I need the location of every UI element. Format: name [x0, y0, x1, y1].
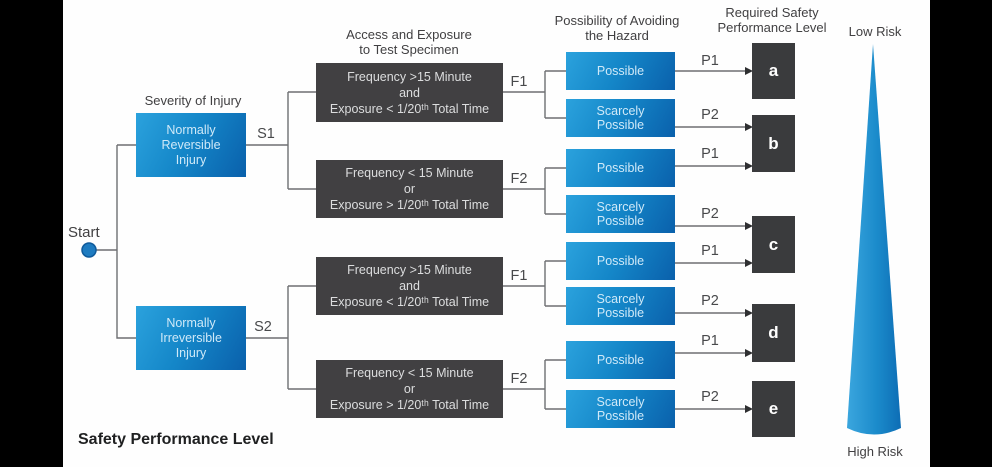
- performance-level-c: c: [752, 216, 795, 273]
- severity-column-header: Severity of Injury: [144, 93, 242, 108]
- branch-tag-p2-row8: P2: [701, 389, 719, 405]
- frequency-box-4: Frequency < 15 Minute or Exposure > 1/20…: [316, 360, 503, 418]
- branch-tag-p1-row7: P1: [701, 333, 719, 349]
- start-dot: [81, 242, 97, 258]
- avoidance-box-6: Scarcely Possible: [566, 287, 675, 325]
- risk-cone: [847, 44, 901, 435]
- branch-tag-p2-row2: P2: [701, 107, 719, 123]
- avoidance-box-1: Possible: [566, 52, 675, 90]
- access-exposure-column-header: Access and Exposure to Test Specimen: [346, 27, 472, 57]
- connector-s2-branch: [246, 285, 316, 390]
- branch-tag-p2-row6: P2: [701, 293, 719, 309]
- connector-s1-branch: [246, 91, 316, 190]
- performance-level-d: d: [752, 304, 795, 362]
- avoidance-box-8: Scarcely Possible: [566, 390, 675, 428]
- connector-f2-top-branch: [503, 167, 566, 215]
- connector-f2-bottom-branch: [503, 359, 566, 410]
- high-risk-label: High Risk: [847, 444, 903, 459]
- branch-tag-p1-row5: P1: [701, 243, 719, 259]
- performance-level-e: e: [752, 381, 795, 437]
- severity-box-reversible: Normally Reversible Injury: [136, 113, 246, 177]
- page-title: Safety Performance Level: [78, 431, 274, 448]
- performance-level-a: a: [752, 43, 795, 99]
- connector-f1-bottom-branch: [503, 260, 566, 307]
- required-level-column-header: Required Safety Performance Level: [717, 5, 827, 35]
- branch-tag-p2-row4: P2: [701, 206, 719, 222]
- low-risk-label: Low Risk: [848, 24, 902, 39]
- branch-tag-s1: S1: [257, 126, 275, 142]
- branch-tag-f2-top: F2: [510, 171, 528, 187]
- avoidance-column-header: Possibility of Avoiding the Hazard: [554, 13, 680, 43]
- avoidance-box-3: Possible: [566, 149, 675, 187]
- letterbox-right: [930, 0, 992, 467]
- performance-level-b: b: [752, 115, 795, 172]
- avoidance-box-5: Possible: [566, 242, 675, 280]
- connector-f1-top-branch: [503, 70, 566, 119]
- branch-tag-p1-row1: P1: [701, 53, 719, 69]
- branch-tag-f1-top: F1: [510, 74, 528, 90]
- branch-tag-f2-bottom: F2: [510, 371, 528, 387]
- letterbox-left: [0, 0, 63, 467]
- frequency-box-1: Frequency >15 Minute and Exposure < 1/20…: [316, 63, 503, 122]
- branch-tag-s2: S2: [254, 319, 272, 335]
- frequency-box-3: Frequency >15 Minute and Exposure < 1/20…: [316, 257, 503, 315]
- frequency-box-2: Frequency < 15 Minute or Exposure > 1/20…: [316, 160, 503, 218]
- branch-tag-p1-row3: P1: [701, 146, 719, 162]
- avoidance-box-4: Scarcely Possible: [566, 195, 675, 233]
- avoidance-box-2: Scarcely Possible: [566, 99, 675, 137]
- connector-start-branch: [95, 144, 136, 339]
- branch-tag-f1-bottom: F1: [510, 268, 528, 284]
- severity-box-irreversible: Normally Irreversible Injury: [136, 306, 246, 370]
- avoidance-box-7: Possible: [566, 341, 675, 379]
- start-label: Start: [68, 224, 100, 241]
